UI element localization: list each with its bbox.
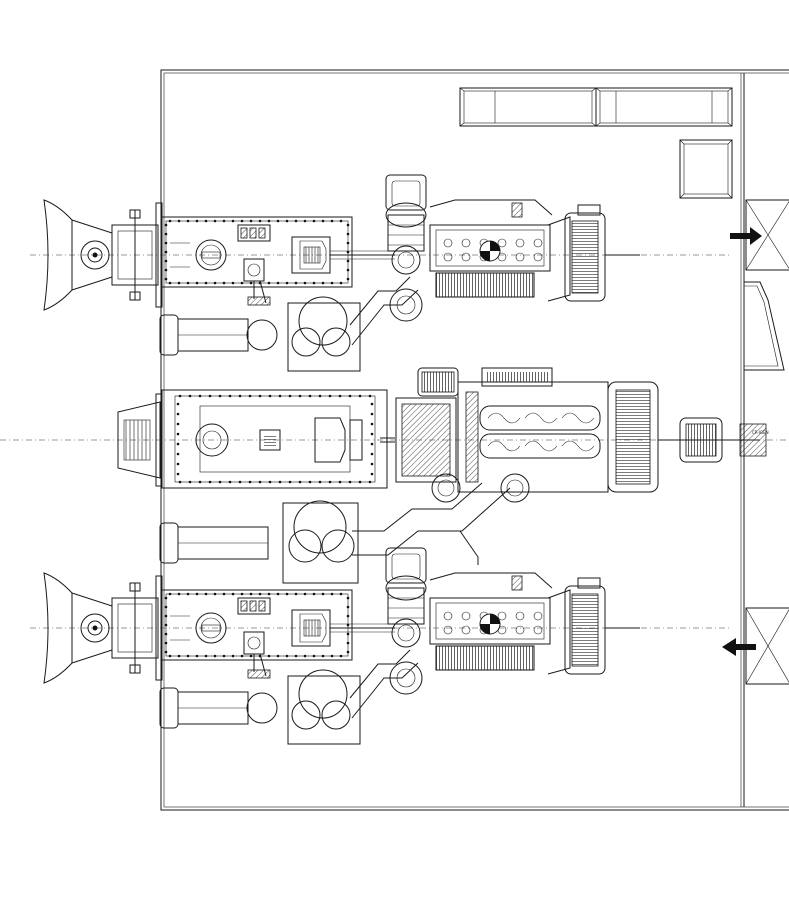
center-waterjet [117,393,163,487]
flywheel-housing [564,577,640,675]
exhaust-pipework [159,276,423,372]
center-intake-duct [161,389,395,489]
flywheel-housing [564,204,640,302]
centerlines [0,254,789,629]
engine-unit-lower [43,547,640,745]
intercooler-fins [435,645,535,671]
top-right-tanks [459,87,733,199]
flow-arrow-left-icon [722,638,756,656]
center-exhaust-pipework [159,482,511,584]
valve-block [237,224,271,306]
flow-arrow-right-icon [730,227,762,245]
generator-label: CR-IGEN [752,430,769,435]
valve-block [237,597,271,679]
intercooler-fins [435,272,535,298]
turbocharger [385,547,427,648]
turbocharger [385,174,427,275]
engine-block [429,199,571,302]
engine-unit-upper [43,174,640,372]
engine-block [429,572,571,675]
shaft-coupling [291,609,395,647]
engine-unit-center [117,367,767,584]
intake-duct [161,216,353,288]
center-flywheel [607,381,767,493]
center-gearbox [395,367,459,483]
shaft-coupling [291,236,395,274]
intake-duct [161,589,353,661]
center-engine-block [431,367,609,503]
exhaust-pipework [159,649,423,745]
